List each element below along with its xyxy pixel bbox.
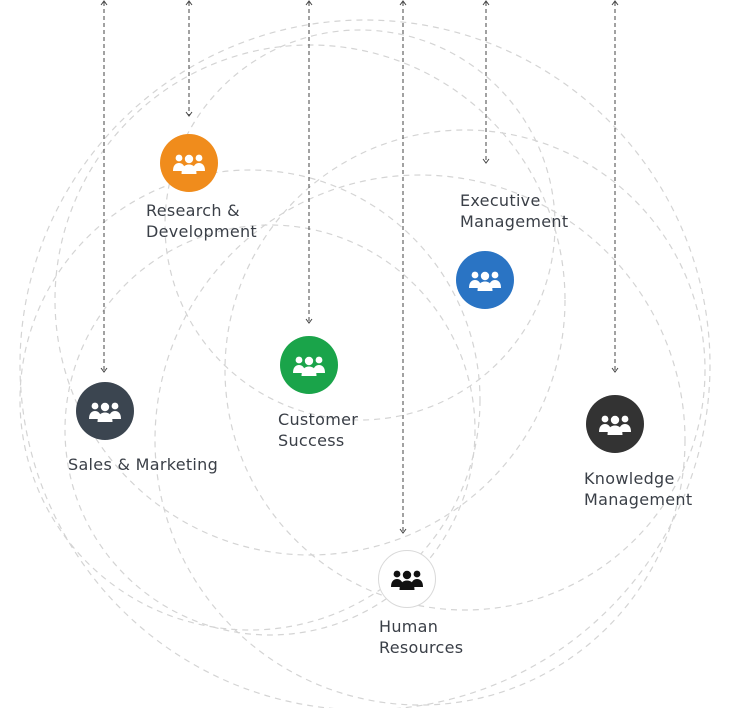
label-line: Success bbox=[278, 431, 345, 450]
human-resources-label: Human Resources bbox=[379, 616, 463, 658]
team-icon bbox=[173, 154, 205, 174]
label-line: Research & bbox=[146, 201, 240, 220]
team-icon bbox=[293, 356, 325, 376]
human-resources-icon[interactable] bbox=[378, 550, 436, 608]
customer-success-icon[interactable] bbox=[280, 336, 338, 394]
knowledge-management-icon[interactable] bbox=[586, 395, 644, 453]
dashed-circle bbox=[224, 129, 706, 611]
team-icon bbox=[599, 415, 631, 435]
team-icon bbox=[469, 271, 501, 291]
label-line: Executive bbox=[460, 191, 541, 210]
connector-arrow bbox=[399, 0, 407, 534]
research-development-label: Research & Development bbox=[146, 200, 257, 242]
connector-arrow bbox=[305, 0, 313, 324]
sales-marketing-label: Sales & Marketing bbox=[68, 454, 218, 475]
label-line: Sales & Marketing bbox=[68, 455, 219, 474]
label-line: Resources bbox=[379, 638, 464, 657]
label-line: Management bbox=[460, 212, 569, 231]
overlap-circles bbox=[19, 19, 711, 708]
dashed-circle bbox=[154, 174, 686, 706]
dashed-circle bbox=[64, 224, 476, 636]
team-icon bbox=[89, 402, 121, 422]
research-development-icon[interactable] bbox=[160, 134, 218, 192]
customer-success-label: Customer Success bbox=[278, 409, 358, 451]
label-line: Customer bbox=[278, 410, 359, 429]
executive-management-icon[interactable] bbox=[456, 251, 514, 309]
connector-arrow bbox=[482, 0, 490, 164]
connector-arrow bbox=[100, 0, 108, 373]
dashed-circle bbox=[54, 44, 566, 556]
label-line: Management bbox=[584, 490, 693, 509]
knowledge-management-label: Knowledge Management bbox=[584, 468, 692, 510]
label-line: Human bbox=[379, 617, 439, 636]
dashed-circle bbox=[19, 19, 711, 708]
connector-arrow bbox=[611, 0, 619, 373]
dashed-circle bbox=[164, 29, 556, 421]
connector-lines bbox=[100, 0, 619, 534]
dashed-circle bbox=[19, 169, 481, 631]
connector-arrow bbox=[185, 0, 193, 117]
label-line: Development bbox=[146, 222, 258, 241]
executive-management-label: Executive Management bbox=[460, 190, 568, 232]
team-icon bbox=[391, 570, 423, 590]
label-line: Knowledge bbox=[584, 469, 675, 488]
sales-marketing-icon[interactable] bbox=[76, 382, 134, 440]
